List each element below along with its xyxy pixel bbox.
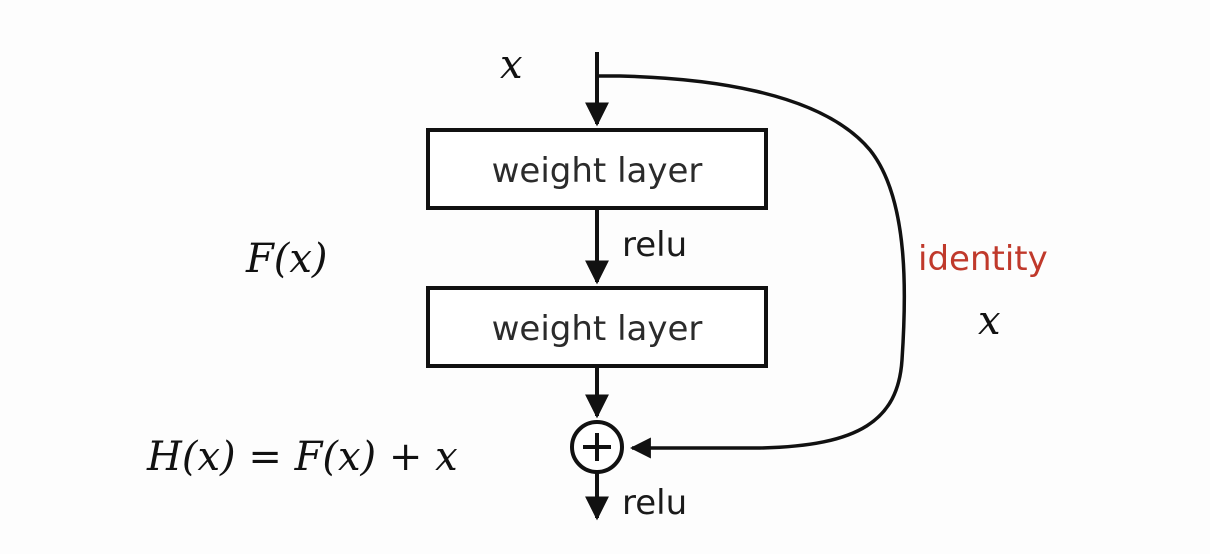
shortcut-x-label: x [978, 298, 1001, 344]
weight-layer-2: weight layer [426, 286, 768, 368]
relu-label-middle: relu [622, 225, 687, 265]
weight-layer-2-box [426, 286, 768, 368]
weight-layer-1: weight layer [426, 128, 768, 210]
weight-layer-1-label: weight layer [492, 151, 703, 191]
relu-label-output: relu [622, 483, 687, 523]
residual-function-label: F(x) [245, 236, 328, 282]
weight-layer-2-label: weight layer [492, 309, 703, 349]
input-x-label: x [500, 42, 523, 88]
identity-label: identity [918, 239, 1048, 279]
output-equation: H(x) = F(x) + x [146, 434, 458, 480]
identity-shortcut-arrow [597, 74, 907, 459]
sum-node [570, 420, 624, 474]
